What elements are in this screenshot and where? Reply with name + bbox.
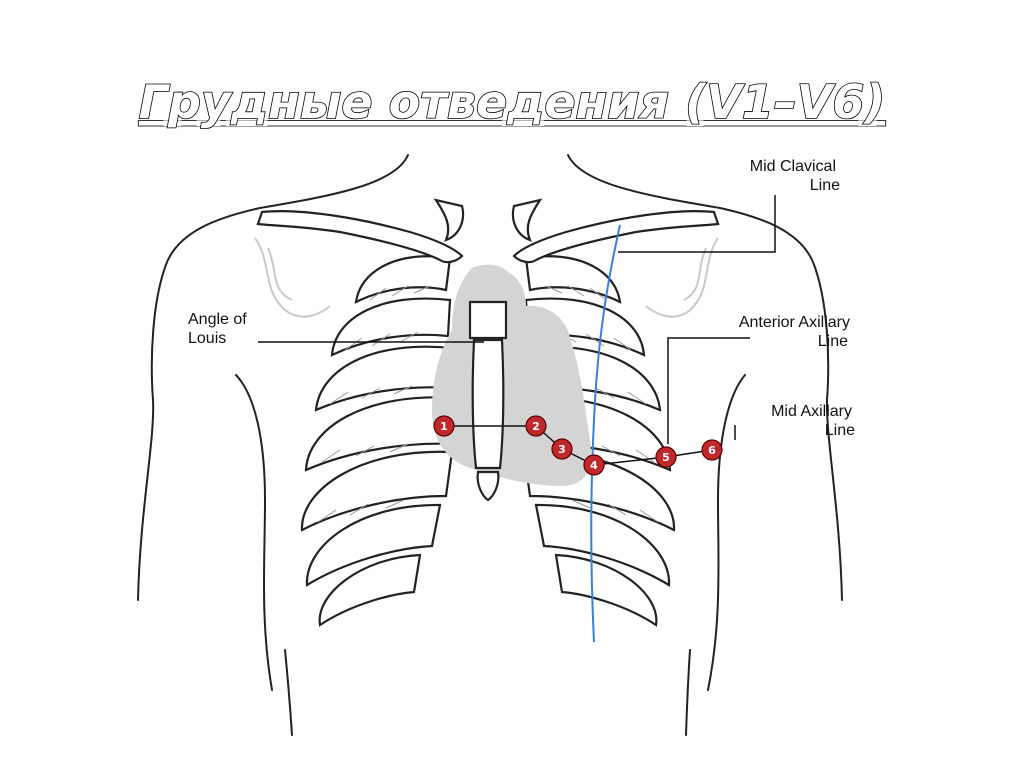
mid-clavical-line-label: Mid Clavical [750,158,836,175]
lead-marker-v2: 2 [526,416,546,436]
lead-marker-v6: 6 [702,440,722,460]
mid-clavical-line-label-line: Line [810,177,840,194]
lead-marker-v4: 4 [584,455,604,475]
slide-title: Грудные отведения (V1–V6) [139,75,886,129]
label-mid-axillary: Mid Axillary Line [771,403,855,439]
lead-marker-v5: 5 [656,447,676,467]
lead-v6-number: 6 [708,444,716,457]
lead-v4-number: 4 [590,459,598,472]
mid-axillary-line-label: Mid Axillary [771,403,852,420]
anterior-axillary-line-label-line: Line [818,333,848,350]
mid-axillary-line-label-line: Line [825,422,855,439]
label-anterior-axillary: Anterior Axillary Line [739,314,850,350]
angle-of-louis-label: Angle of [188,311,247,328]
label-mid-clavical: Mid Clavical Line [750,158,840,194]
angle-of-louis-label-line: Louis [188,330,226,347]
label-angle-of-louis: Angle of Louis [188,311,247,347]
lead-v5-number: 5 [662,451,670,464]
lead-v2-number: 2 [532,420,540,433]
lead-v1-number: 1 [440,420,448,433]
clavicles [258,200,718,262]
lead-marker-v3: 3 [552,439,572,459]
lead-v3-number: 3 [558,443,566,456]
lead-marker-v1: 1 [434,416,454,436]
anterior-axillary-line-label: Anterior Axillary [739,314,850,331]
